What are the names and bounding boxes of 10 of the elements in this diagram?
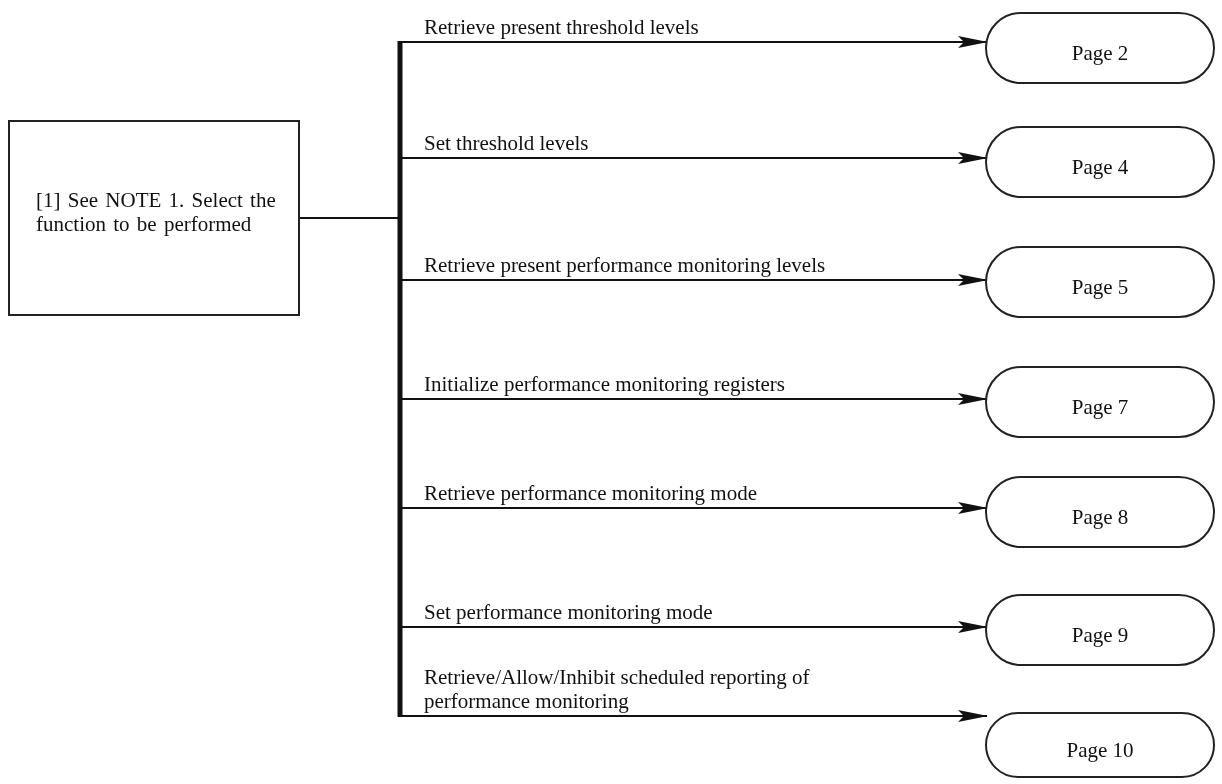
node-text: Page 2 bbox=[1071, 41, 1129, 65]
node-text: Page 5 bbox=[1071, 275, 1129, 299]
node-text: [1] See NOTE 1. Select the function to be performed bbox=[36, 188, 277, 236]
node-text: Page 8 bbox=[1071, 505, 1129, 529]
process-box bbox=[8, 120, 300, 316]
node-text: Page 10 bbox=[1066, 738, 1134, 762]
node-text: Page 4 bbox=[1071, 155, 1129, 179]
node-text: Page 7 bbox=[1071, 395, 1129, 419]
node-text: Page 9 bbox=[1071, 623, 1129, 647]
terminal-pill bbox=[985, 712, 1215, 778]
